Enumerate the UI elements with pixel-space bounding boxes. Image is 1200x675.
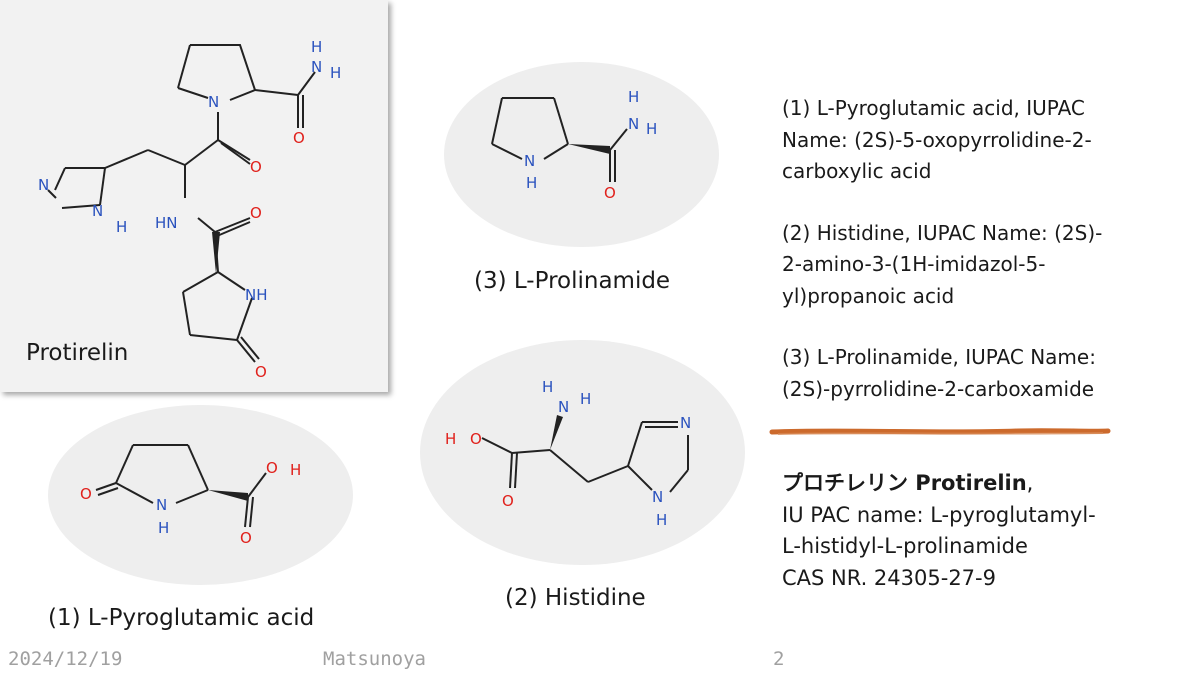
info-line: Name: (2S)-5-oxopyrrolidine-2- bbox=[782, 127, 1092, 152]
prolinamide-structure: H N H N H O bbox=[491, 88, 657, 202]
atom-label-n: N bbox=[311, 58, 322, 76]
protirelin-caption: Protirelin bbox=[26, 340, 129, 366]
atom-label-n: N bbox=[652, 488, 663, 506]
atom-label-o: O bbox=[255, 363, 267, 381]
info-line: (3) L-Prolinamide, IUPAC Name: bbox=[782, 345, 1096, 369]
atom-label-h: H bbox=[656, 511, 667, 529]
info-item-2: (2) Histidine, IUPAC Name: (2S)- 2-amino… bbox=[782, 218, 1187, 313]
info-line: carboxylic acid bbox=[782, 159, 932, 183]
atom-label-h: H bbox=[646, 120, 657, 138]
info-line: (2S)-pyrrolidine-2-carboxamide bbox=[782, 376, 1095, 401]
summary-title-suffix: , bbox=[1026, 471, 1034, 495]
footer-page-number: 2 bbox=[773, 648, 785, 670]
info-line: (2) Histidine, IUPAC Name: (2S)- bbox=[782, 220, 1103, 245]
info-item-3: (3) L-Prolinamide, IUPAC Name: (2S)-pyrr… bbox=[782, 342, 1187, 405]
summary-line: IU PAC name: L-pyroglutamyl- bbox=[782, 502, 1096, 527]
prolinamide-ellipse: H N H N H O bbox=[444, 62, 719, 247]
info-line: yl)propanoic acid bbox=[782, 283, 955, 308]
atom-label-o: O bbox=[250, 204, 262, 222]
pyroglutamic-structure: O N H O H O bbox=[80, 444, 301, 547]
atom-label-n: N bbox=[680, 414, 691, 432]
atom-label-h: H bbox=[290, 461, 301, 479]
iupac-info: (1) L-Pyroglutamic acid, IUPAC Name: (2S… bbox=[782, 93, 1187, 435]
atom-label-n: N bbox=[92, 202, 103, 220]
atom-label-h: H bbox=[445, 430, 456, 448]
atom-label-hn: HN bbox=[155, 214, 178, 232]
summary-line: L-histidyl-L-prolinamide bbox=[782, 534, 1028, 558]
atom-label-n: N bbox=[208, 93, 219, 111]
atom-label-o: O bbox=[293, 129, 305, 147]
histidine-caption: (2) Histidine bbox=[505, 585, 646, 611]
atom-label-h: H bbox=[542, 378, 553, 396]
atom-label-o: O bbox=[240, 529, 252, 547]
summary-title-bold: プロチレリン Protirelin bbox=[782, 471, 1027, 495]
atom-label-o: O bbox=[470, 430, 482, 448]
atom-label-n: N bbox=[558, 398, 569, 416]
atom-label-n: N bbox=[156, 496, 167, 514]
pyroglutamic-caption: (1) L-Pyroglutamic acid bbox=[48, 605, 315, 631]
prolinamide-caption: (3) L-Prolinamide bbox=[474, 268, 671, 294]
atom-label-h: H bbox=[311, 38, 322, 56]
info-line: (1) L-Pyroglutamic acid, IUPAC bbox=[782, 96, 1085, 120]
atom-label-n: N bbox=[38, 176, 49, 194]
footer-date: 2024/12/19 bbox=[8, 648, 123, 670]
atom-label-h: H bbox=[526, 174, 537, 192]
atom-label-h: H bbox=[580, 390, 591, 408]
summary-line: CAS NR. 24305-27-9 bbox=[782, 565, 996, 590]
summary-title: プロチレリン Protirelin, bbox=[782, 468, 1187, 500]
atom-label-h: H bbox=[330, 64, 341, 82]
atom-label-o: O bbox=[80, 485, 92, 503]
histidine-ellipse: H N H H O O N N H bbox=[420, 340, 745, 565]
info-item-1: (1) L-Pyroglutamic acid, IUPAC Name: (2S… bbox=[782, 93, 1187, 188]
atom-label-h: H bbox=[628, 88, 639, 106]
atom-label-o: O bbox=[502, 492, 514, 510]
atom-label-o: O bbox=[604, 184, 616, 202]
pyroglutamic-ellipse: O N H O H O bbox=[48, 405, 353, 585]
atom-label-n: N bbox=[524, 152, 535, 170]
atom-label-nh: NH bbox=[245, 286, 268, 304]
protirelin-structure: H N H N O O N N H HN O NH O bbox=[38, 38, 341, 381]
divider-line bbox=[769, 428, 1111, 435]
footer-author: Matsunoya bbox=[323, 648, 426, 670]
atom-label-n: N bbox=[628, 115, 639, 133]
atom-label-o: O bbox=[250, 158, 262, 176]
histidine-structure: H N H H O O N N H bbox=[445, 378, 691, 529]
protirelin-panel: H N H N O O N N H HN O NH O Protirelin bbox=[0, 0, 388, 392]
atom-label-o: O bbox=[266, 459, 278, 477]
atom-label-h: H bbox=[158, 519, 169, 537]
info-line: 2-amino-3-(1H-imidazol-5- bbox=[782, 252, 1046, 276]
atom-label-h: H bbox=[116, 218, 127, 236]
protirelin-summary: プロチレリン Protirelin, IU PAC name: L-pyrogl… bbox=[782, 468, 1187, 594]
